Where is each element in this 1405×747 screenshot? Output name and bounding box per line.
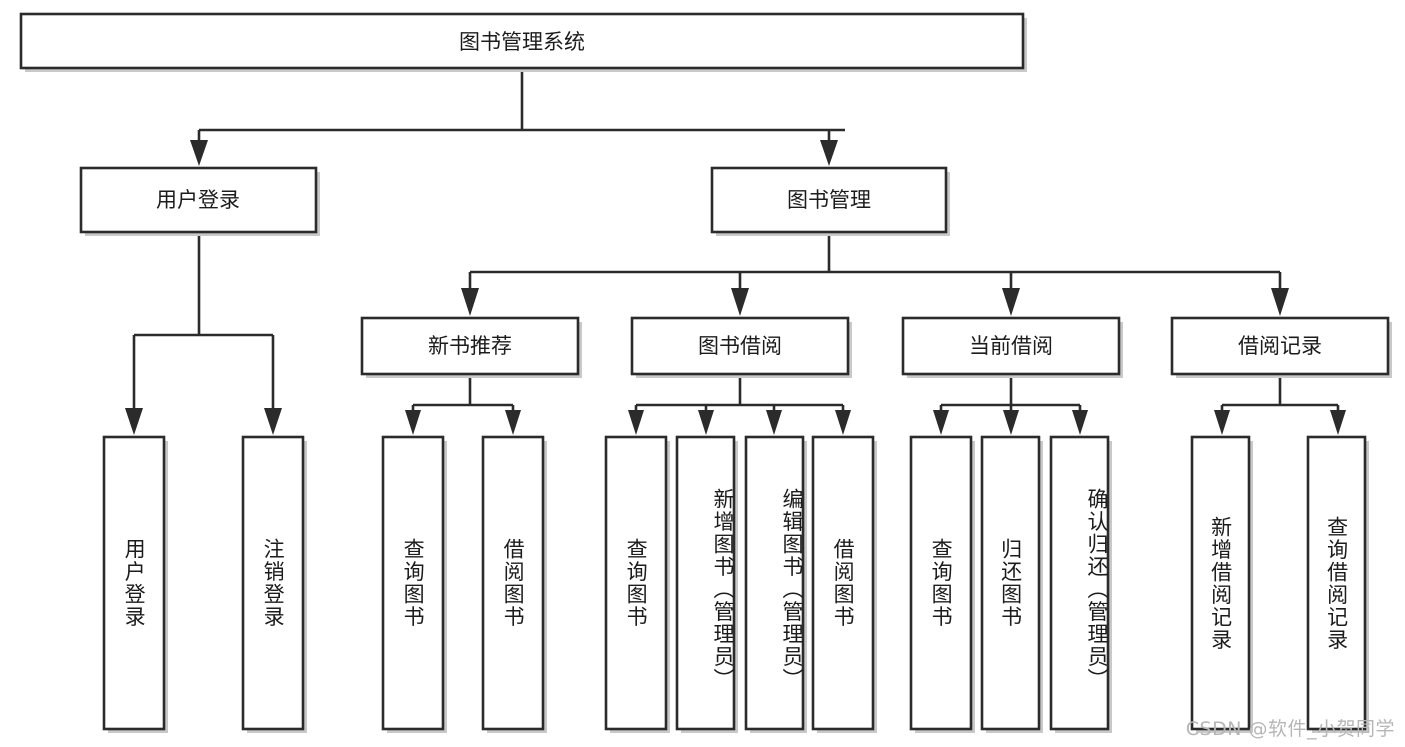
- node-leaf-add-borrow-record[interactable]: [1190, 435, 1253, 733]
- node-book-borrow[interactable]: 图书借阅: [630, 316, 852, 378]
- node-leaf-query-book-1[interactable]: [381, 435, 447, 733]
- connector-group-root: [190, 68, 845, 166]
- arrow-to-current-borrow-icon: [1002, 288, 1020, 316]
- node-leaf-query-book-3[interactable]: [909, 435, 975, 733]
- node-new-book-recommend-label: 新书推荐: [428, 334, 512, 358]
- node-leaf-borrow-book-1[interactable]: [481, 435, 547, 733]
- arrow-to-leaf-logout-login-icon: [264, 408, 282, 435]
- arrow-to-leaf-query-book-3-icon: [933, 410, 949, 435]
- node-new-book-recommend-box[interactable]: [360, 316, 580, 376]
- node-leaf-query-book-2-box[interactable]: [604, 435, 668, 731]
- arrow-root-to-user-login-icon: [190, 140, 208, 166]
- arrow-to-leaf-query-book-1-icon: [405, 410, 421, 435]
- node-leaf-user-login-box[interactable]: [102, 435, 166, 731]
- connector-group-current-borrow: [933, 374, 1088, 435]
- connector-group-book-borrow: [628, 374, 851, 435]
- arrow-to-leaf-borrow-book-1-icon: [505, 410, 521, 435]
- node-leaf-return-book-box[interactable]: [980, 435, 1041, 731]
- csdn-watermark: CSDN @软件_小贺同学: [1185, 718, 1395, 740]
- node-leaf-add-book-admin[interactable]: [675, 435, 738, 733]
- node-leaf-edit-book-admin[interactable]: [744, 435, 807, 733]
- node-book-borrow-box[interactable]: [630, 316, 850, 376]
- node-leaf-borrow-book-2-box[interactable]: [811, 435, 875, 731]
- node-leaf-logout-login-box[interactable]: [241, 435, 305, 731]
- node-leaf-add-borrow-record-box[interactable]: [1190, 435, 1251, 731]
- node-leaf-query-borrow-record[interactable]: [1306, 435, 1369, 733]
- node-book-management-label: 图书管理: [787, 188, 871, 212]
- arrow-to-leaf-query-borrow-record-icon: [1330, 410, 1346, 435]
- node-book-management-box[interactable]: [710, 166, 948, 234]
- connector-group-user-login: [125, 232, 282, 435]
- node-leaf-query-book-1-box[interactable]: [381, 435, 445, 731]
- node-new-book-recommend[interactable]: 新书推荐: [360, 316, 582, 378]
- arrow-to-book-borrow-icon: [731, 288, 749, 316]
- arrow-to-new-book-recommend-icon: [461, 288, 479, 316]
- node-root-label: 图书管理系统: [459, 30, 585, 54]
- node-user-login-box[interactable]: [79, 166, 318, 234]
- arrow-to-leaf-return-book-icon: [1003, 410, 1019, 435]
- arrow-root-to-book-management-icon: [820, 140, 838, 166]
- node-book-management[interactable]: 图书管理: [710, 166, 950, 236]
- arrow-to-leaf-add-book-admin-icon: [698, 410, 714, 435]
- connector-group-new-book-recommend: [405, 374, 521, 435]
- node-leaf-logout-login[interactable]: [241, 435, 307, 733]
- arrow-to-leaf-borrow-book-2-icon: [835, 410, 851, 435]
- arrow-to-leaf-edit-book-admin-icon: [766, 410, 782, 435]
- node-leaf-query-book-2[interactable]: [604, 435, 670, 733]
- node-root-box[interactable]: [19, 12, 1025, 70]
- node-leaf-borrow-book-2[interactable]: [811, 435, 877, 733]
- arrow-to-borrow-record-icon: [1271, 288, 1289, 316]
- node-leaf-user-login[interactable]: [102, 435, 168, 733]
- node-leaf-add-book-admin-box[interactable]: [675, 435, 736, 731]
- node-borrow-record-label: 借阅记录: [1238, 334, 1322, 358]
- connector-group-borrow-record: [1214, 374, 1346, 435]
- node-leaf-confirm-return-admin-box[interactable]: [1049, 435, 1110, 731]
- node-leaf-query-borrow-record-box[interactable]: [1306, 435, 1367, 731]
- node-leaf-confirm-return-admin[interactable]: [1049, 435, 1112, 733]
- node-user-login[interactable]: 用户登录: [79, 166, 320, 236]
- arrow-to-leaf-add-borrow-record-icon: [1214, 410, 1230, 435]
- node-root[interactable]: 图书管理系统: [19, 12, 1027, 72]
- arrow-to-leaf-user-login-icon: [125, 408, 143, 435]
- node-current-borrow-box[interactable]: [901, 316, 1121, 376]
- node-current-borrow[interactable]: 当前借阅: [901, 316, 1123, 378]
- connector-group-book-management: [461, 232, 1289, 316]
- node-leaf-edit-book-admin-box[interactable]: [744, 435, 805, 731]
- node-current-borrow-label: 当前借阅: [969, 334, 1053, 358]
- node-leaf-query-book-3-box[interactable]: [909, 435, 973, 731]
- arrow-to-leaf-confirm-return-admin-icon: [1072, 410, 1088, 435]
- node-user-login-label: 用户登录: [156, 188, 240, 212]
- arrow-to-leaf-query-book-2-icon: [628, 410, 644, 435]
- node-leaf-borrow-book-1-box[interactable]: [481, 435, 545, 731]
- node-book-borrow-label: 图书借阅: [698, 334, 782, 358]
- node-leaf-return-book[interactable]: [980, 435, 1043, 733]
- node-borrow-record-box[interactable]: [1170, 316, 1390, 376]
- node-borrow-record[interactable]: 借阅记录: [1170, 316, 1392, 378]
